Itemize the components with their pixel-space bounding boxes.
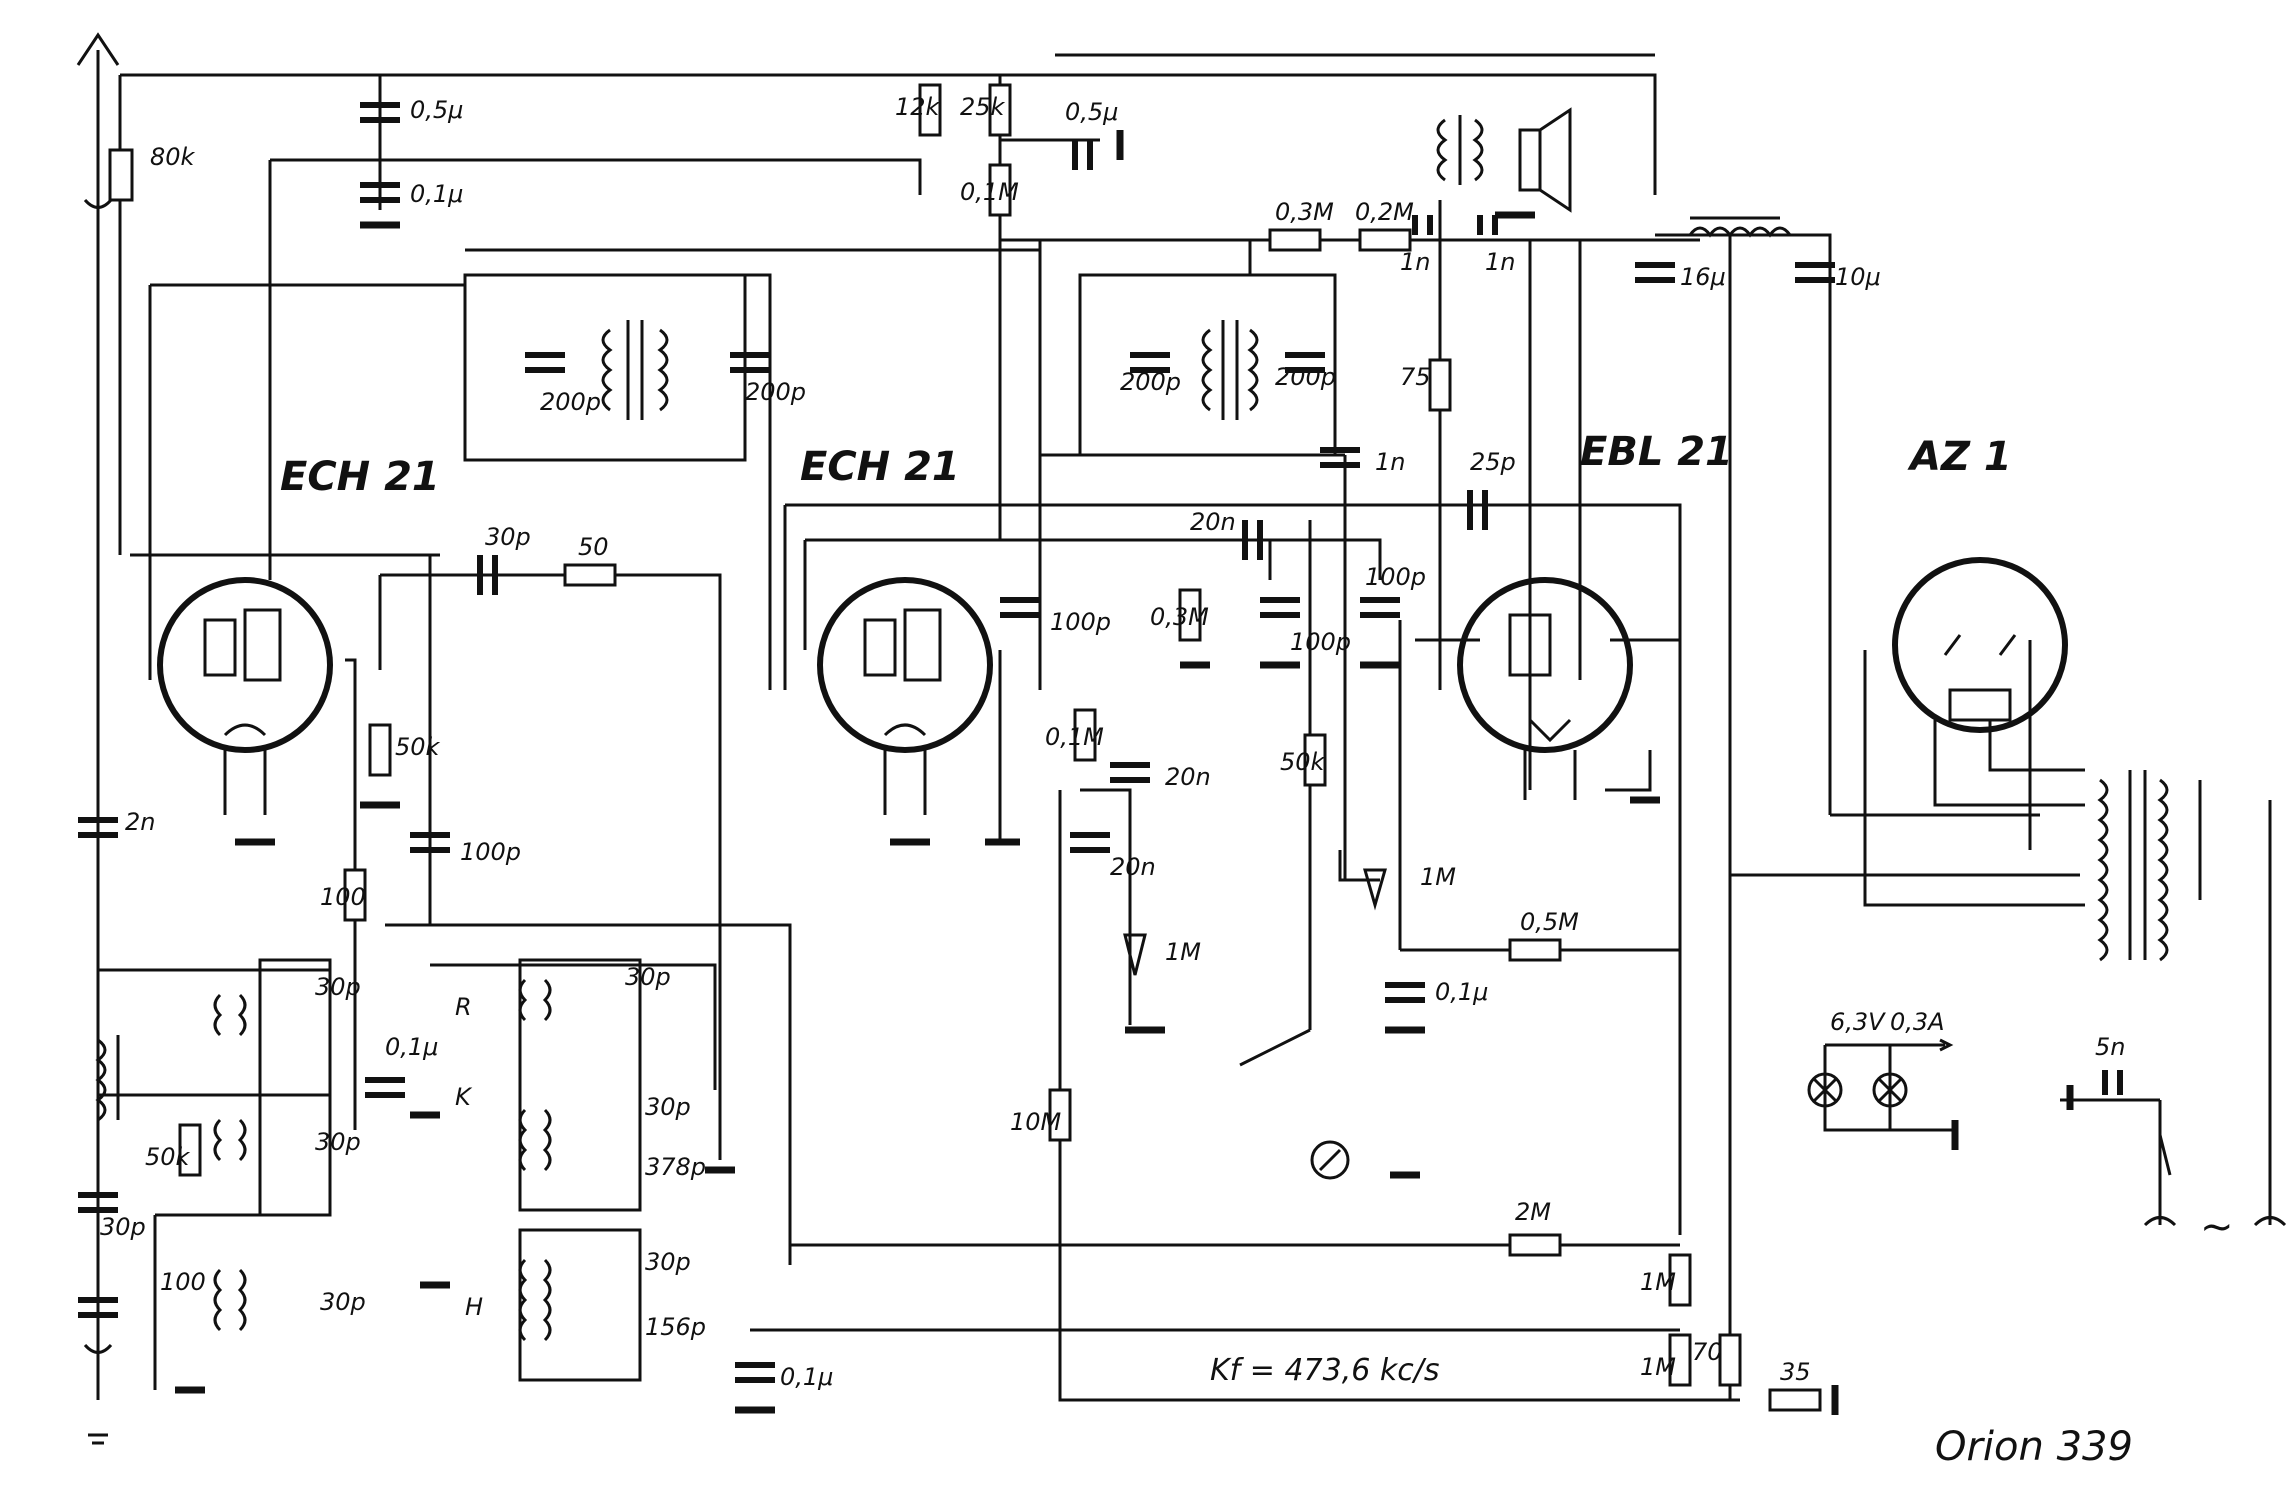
label-r-02M: 0,2M: [1355, 198, 1414, 226]
label-band-R: R: [455, 993, 472, 1021]
label-pot-1M-a: 1M: [1165, 938, 1201, 966]
band-coils: [213, 958, 642, 1382]
if-transformer-1: [601, 320, 669, 420]
label-r-03M: 0,3M: [1275, 198, 1334, 226]
label-c-30p-1: 30p: [315, 973, 361, 1001]
tube-label-4: AZ 1: [1907, 434, 2012, 480]
label-band-H: H: [465, 1293, 483, 1321]
antenna-coil: [95, 1035, 120, 1122]
tube-az1: AZ 1: [1892, 434, 2068, 733]
label-c-25p: 25p: [1470, 448, 1516, 476]
label-c-100p-d: 100p: [460, 838, 521, 866]
ground-symbols: [175, 130, 2074, 1415]
wiring: [96, 50, 2272, 1402]
label-c-1n-c: 1n: [1375, 448, 1405, 476]
label-c-20n-a: 20n: [1190, 508, 1236, 536]
label-lamp-v: 6,3V: [1830, 1008, 1886, 1036]
label-c-200p-1: 200p: [540, 388, 601, 416]
tube-ech21-1: ECH 21: [157, 454, 440, 846]
label-c-01u-mid: 0,1μ: [1435, 978, 1488, 1006]
label-c-30p-2: 30p: [315, 1128, 361, 1156]
label-r-100: 100: [320, 883, 366, 911]
label-c-100p-b: 100p: [1290, 628, 1351, 656]
label-c-20n-b: 20n: [1165, 763, 1211, 791]
label-r-75: 75: [1400, 363, 1431, 391]
label-band-K: K: [455, 1083, 473, 1111]
label-c-01u-sw: 0,1μ: [385, 1033, 438, 1061]
component-labels: 0,5μ 0,1μ 80k 12k 25k 0,5μ 0,1M 0,3M 0,2…: [100, 93, 2234, 1470]
if-transformer-2: [1201, 320, 1259, 420]
label-r-01M-a: 0,1M: [960, 178, 1019, 206]
label-c-01u-top: 0,1μ: [410, 180, 463, 208]
label-r-01M-b: 0,1M: [1045, 723, 1104, 751]
capacitors: [78, 102, 2123, 1383]
label-c-200p-4: 200p: [1275, 363, 1336, 391]
filter-choke: [1688, 216, 1792, 238]
tube-ech21-2: ECH 21: [800, 444, 1020, 846]
label-c-2n: 2n: [125, 808, 155, 836]
tube-label-2: ECH 21: [800, 444, 960, 490]
label-r-25k: 25k: [960, 93, 1006, 121]
label-c-16u: 16μ: [1680, 263, 1726, 291]
label-c-20n-c: 20n: [1110, 853, 1156, 881]
label-r-35: 35: [1780, 1358, 1811, 1386]
label-r-50k-a: 50k: [395, 733, 441, 761]
label-r-50k-c: 50k: [145, 1143, 191, 1171]
label-c-156p: 156p: [645, 1313, 706, 1341]
label-c-200p-2: 200p: [745, 378, 806, 406]
label-c-30p-6: 30p: [645, 1248, 691, 1276]
output-transformer: [1436, 115, 1484, 185]
label-r-50k-b: 50k: [1280, 748, 1326, 776]
label-c-05u-b: 0,5μ: [1065, 98, 1118, 126]
label-c-30p-5: 30p: [645, 1093, 691, 1121]
label-c-1n-a: 1n: [1400, 248, 1430, 276]
label-r-1M-a: 1M: [1640, 1268, 1676, 1296]
label-c-5n: 5n: [2095, 1033, 2125, 1061]
label-c-1n-b: 1n: [1485, 248, 1515, 276]
power-transformer: [2097, 770, 2202, 962]
label-r-05M: 0,5M: [1520, 908, 1579, 936]
label-c-100p-a: 100p: [1050, 608, 1111, 636]
label-c-30p-ant: 30p: [100, 1213, 146, 1241]
label-c-05u: 0,5μ: [410, 96, 463, 124]
label-r-2M: 2M: [1515, 1198, 1551, 1226]
label-c-30p-4: 30p: [625, 963, 671, 991]
misc-symbols: [76, 32, 2287, 1445]
label-r-10M: 10M: [1010, 1108, 1062, 1136]
label-c-10u: 10μ: [1835, 263, 1881, 291]
speaker-icon: [1518, 107, 1572, 213]
resistors: [108, 83, 1822, 1412]
label-r-12k: 12k: [895, 93, 941, 121]
tube-label-1: ECH 21: [280, 454, 440, 500]
label-c-100-low: 100: [160, 1268, 206, 1296]
label-r-70: 70: [1692, 1338, 1723, 1366]
label-c-01u-bot: 0,1μ: [780, 1363, 833, 1391]
label-pot-1M-b: 1M: [1420, 863, 1456, 891]
label-ac-symbol: ~: [2200, 1204, 2234, 1250]
label-lamp-a: 0,3A: [1890, 1008, 1945, 1036]
label-c-100p-c: 100p: [1365, 563, 1426, 591]
tube-label-3: EBL 21: [1580, 429, 1733, 475]
label-kf: Kf = 473,6 kc/s: [1210, 1353, 1439, 1388]
label-c-378p: 378p: [645, 1153, 706, 1181]
model-label: Orion 339: [1935, 1424, 2133, 1470]
label-r-50: 50: [578, 533, 609, 561]
label-c-30p-osc: 30p: [485, 523, 531, 551]
label-c-30p-3: 30p: [320, 1288, 366, 1316]
label-c-200p-3: 200p: [1120, 368, 1181, 396]
tube-ebl21: EBL 21: [1457, 429, 1733, 804]
label-r-80k: 80k: [150, 143, 196, 171]
label-r-1M-b: 1M: [1640, 1353, 1676, 1381]
label-r-03M-b: 0,3M: [1150, 603, 1209, 631]
